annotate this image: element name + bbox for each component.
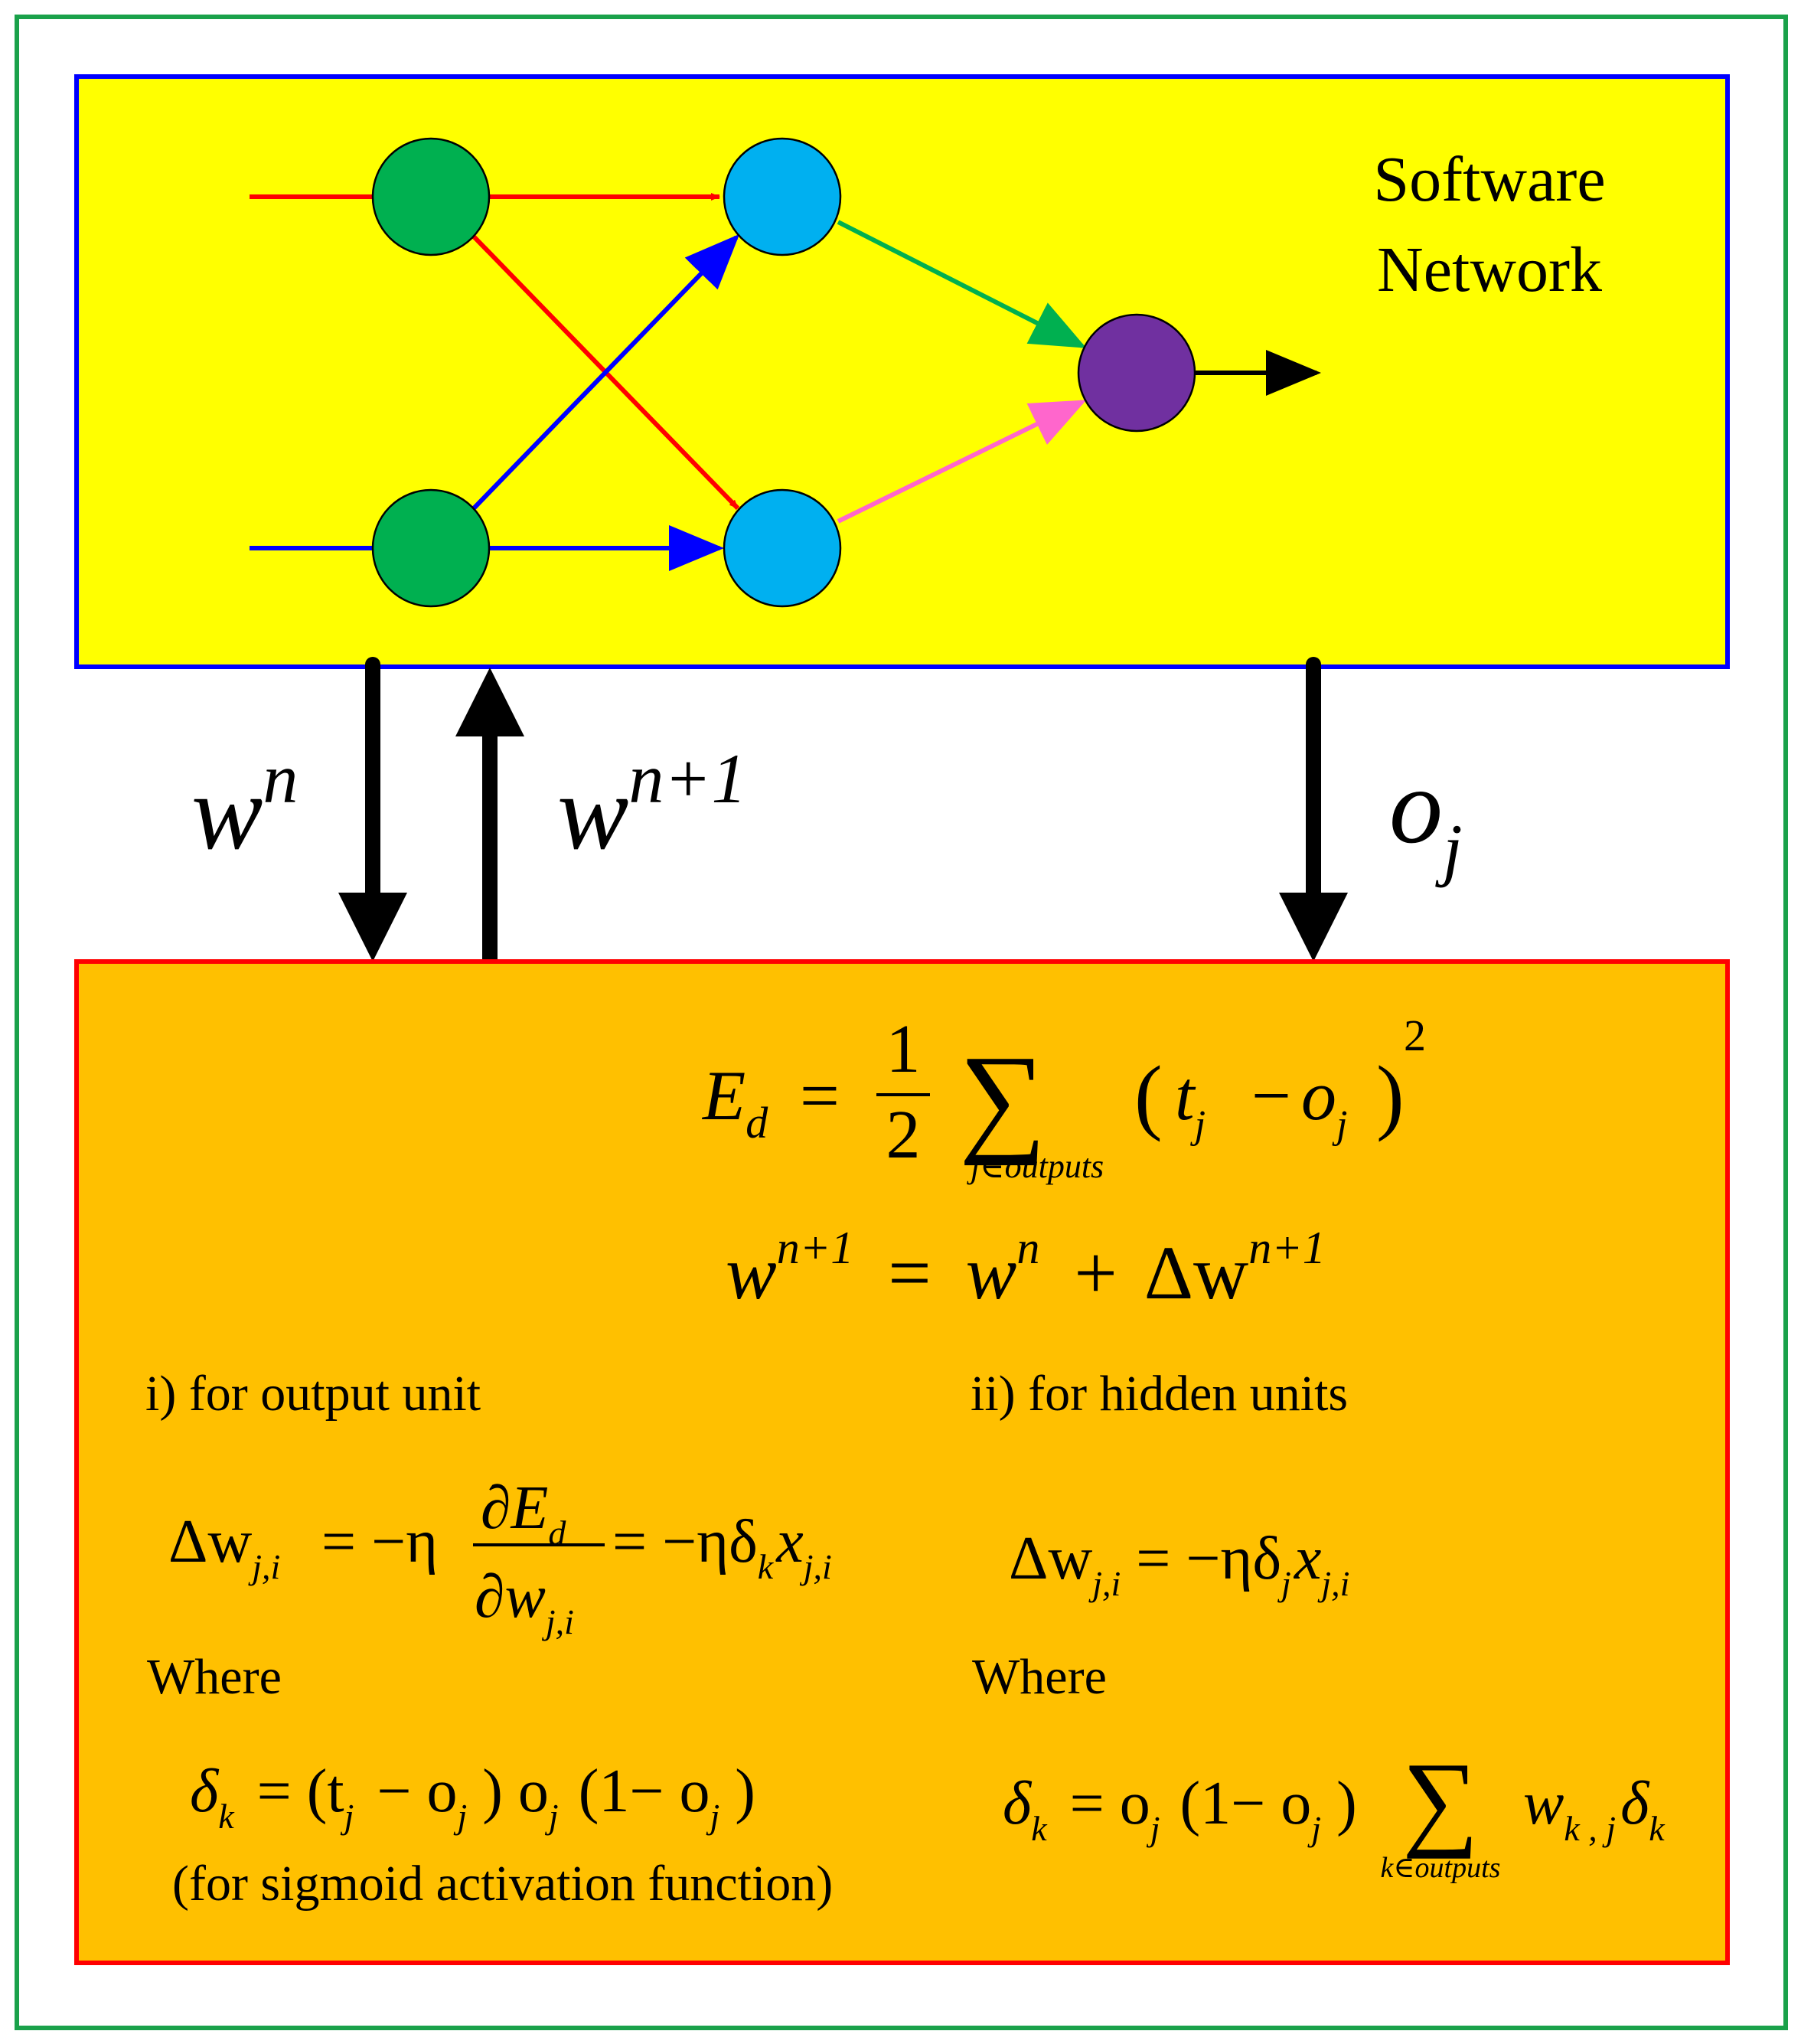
software-network-box bbox=[74, 74, 1730, 669]
arrow-w-down bbox=[338, 657, 407, 962]
error-equation: Ed = 1 2 ∑ j∈outputs ( tj − oj ) 2 bbox=[701, 1011, 1426, 1185]
edge-h1-out bbox=[837, 220, 1087, 348]
svg-text:−: − bbox=[1251, 1056, 1291, 1135]
svg-text:=: = bbox=[800, 1056, 840, 1135]
svg-text:k∈outputs: k∈outputs bbox=[1381, 1852, 1501, 1884]
hidden-node-1 bbox=[723, 137, 842, 256]
update-equation: wn+1 = wn + Δwn+1 bbox=[726, 1195, 1326, 1315]
hidden-units-where: Where bbox=[972, 1649, 1107, 1705]
svg-text:Δwj,i: Δwj,i bbox=[168, 1508, 280, 1586]
svg-text:j∈outputs: j∈outputs bbox=[967, 1148, 1104, 1185]
svg-text:= −ηδkxj,i: = −ηδkxj,i bbox=[612, 1508, 832, 1586]
svg-text:wk , jδk: wk , jδk bbox=[1523, 1770, 1666, 1848]
svg-text:δk = oj (1− oj: δk = oj (1− oj ) bbox=[1003, 1770, 1357, 1854]
svg-text:∂Ed: ∂Ed bbox=[481, 1474, 566, 1553]
output-unit-delta-equation: δk = (tj − oj ) oj (1− oj ) bbox=[190, 1758, 755, 1842]
svg-text:oj: oj bbox=[1301, 1056, 1347, 1147]
learning-box bbox=[74, 959, 1730, 1965]
edge-h2-out bbox=[837, 400, 1087, 524]
input-node-1 bbox=[371, 137, 491, 256]
software-network-title-line2: Network bbox=[1377, 234, 1602, 305]
svg-text:δk = (tj − oj: δk = (tj − oj ) oj (1− oj ) bbox=[190, 1758, 755, 1842]
svg-text:∑: ∑ bbox=[959, 1030, 1046, 1166]
output-unit-dw-equation: Δwj,i = −η ∂Ed ∂wj,i = −ηδkxj,i bbox=[168, 1474, 832, 1641]
svg-text:= −η: = −η bbox=[321, 1508, 438, 1575]
sigmoid-note: (for sigmoid activation function) bbox=[172, 1856, 833, 1912]
output-unit-heading: i) for output unit bbox=[145, 1366, 481, 1422]
input-node-2 bbox=[371, 488, 491, 608]
svg-text:wn+1 = wn +: wn+1 = wn + Δwn+1 bbox=[726, 1195, 1326, 1315]
hidden-units-delta-equation: δk = oj (1− oj ) ∑ k∈outputs wk , jδk bbox=[1003, 1741, 1666, 1884]
output-node bbox=[1077, 313, 1196, 433]
hidden-units-dw-equation: Δwj,i= −ηδjxj,i bbox=[1009, 1525, 1349, 1603]
svg-text:(: ( bbox=[1134, 1049, 1163, 1142]
hidden-node-2 bbox=[723, 488, 842, 608]
output-unit-where: Where bbox=[147, 1649, 282, 1705]
svg-text:2: 2 bbox=[886, 1097, 921, 1173]
svg-text:): ) bbox=[1376, 1049, 1405, 1142]
arrow-w-up bbox=[455, 668, 524, 974]
svg-text:∂wj,i: ∂wj,i bbox=[475, 1563, 574, 1641]
arrow-o-down bbox=[1279, 657, 1348, 962]
hidden-units-heading: ii) for hidden units bbox=[971, 1366, 1348, 1422]
svg-text:∑: ∑ bbox=[1402, 1741, 1479, 1860]
svg-text:Ed: Ed bbox=[701, 1056, 768, 1148]
edge-in2-h1 bbox=[471, 233, 740, 511]
svg-text:1: 1 bbox=[886, 1011, 921, 1087]
svg-text:tj: tj bbox=[1175, 1056, 1206, 1147]
svg-text:Δwj,i= −ηδjxj,i: Δwj,i= −ηδjxj,i bbox=[1009, 1525, 1349, 1603]
software-network-title-line1: Software bbox=[1373, 144, 1605, 215]
label-wn: wn bbox=[191, 740, 298, 872]
label-wn1: wn+1 bbox=[557, 740, 746, 872]
label-oj: oj bbox=[1389, 747, 1463, 888]
svg-text:2: 2 bbox=[1404, 1011, 1426, 1060]
